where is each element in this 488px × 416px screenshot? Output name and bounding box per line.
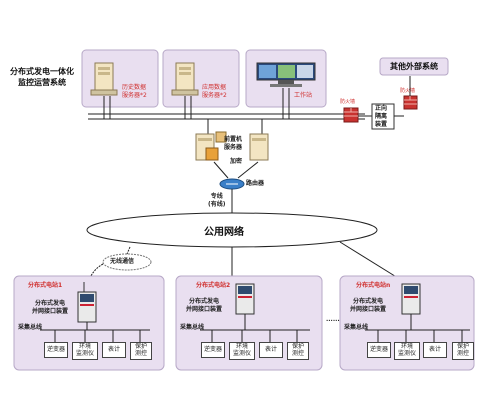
history-server-label: 历史数据 服务器*2 bbox=[122, 84, 147, 99]
station-n-env-monitor: 环境 监测仪 bbox=[394, 342, 420, 360]
workstation-monitor-icon bbox=[256, 62, 316, 87]
left-system-title: 分布式发电一体化 监控运营系统 bbox=[10, 67, 74, 87]
router-label: 路由器 bbox=[246, 180, 265, 187]
encrypt-label: 加密 bbox=[230, 158, 243, 165]
isolation-device-label: 正向 隔离 装置 bbox=[375, 105, 388, 128]
station-n-protection: 保护 测控 bbox=[452, 342, 474, 360]
station-2-inverter: 逆变器 bbox=[201, 342, 225, 358]
external-system-box bbox=[379, 57, 449, 76]
station-n-inverter: 逆变器 bbox=[367, 342, 391, 358]
app-server-label: 应用数据 服务器*2 bbox=[202, 84, 227, 99]
station-2-device-label: 分布式发电 并网接口装置 bbox=[186, 298, 223, 313]
station-n-bus-label: 采集总线 bbox=[344, 324, 369, 331]
station-1-protection: 保护 测控 bbox=[130, 342, 152, 360]
station-2-name: 分布式电站2 bbox=[196, 282, 231, 289]
station-1-meter: 表计 bbox=[102, 342, 126, 358]
app-server-icon bbox=[171, 62, 199, 96]
ellipsis-label: ...... bbox=[326, 316, 340, 323]
station-n-device-icon bbox=[401, 283, 421, 315]
firewall-left-icon bbox=[343, 107, 359, 123]
station-2-protection: 保护 测控 bbox=[287, 342, 309, 360]
station-1-bus-label: 采集总线 bbox=[18, 324, 43, 331]
history-server-icon bbox=[90, 62, 118, 96]
station-1-device-label: 分布式发电 并网接口装置 bbox=[32, 300, 69, 315]
public-network-label: 公用网络 bbox=[204, 227, 244, 238]
station-2-meter: 表计 bbox=[259, 342, 283, 358]
dedicated-line-label: 专线 (有线) bbox=[208, 193, 226, 208]
station-2-bus-label: 采集总线 bbox=[180, 324, 205, 331]
station-2-env-monitor: 环境 监测仪 bbox=[229, 342, 255, 360]
station-n-device-label: 分布式发电 并网接口装置 bbox=[350, 298, 387, 313]
station-n-name: 分布式电站n bbox=[356, 282, 391, 289]
firewall-right-label: 防火墙 bbox=[400, 88, 416, 94]
station-1-device-icon bbox=[77, 282, 97, 323]
station-n-meter: 表计 bbox=[423, 342, 447, 358]
frontend-server-label: 前置机 服务器 bbox=[224, 136, 243, 151]
router-icon bbox=[219, 178, 245, 190]
wireless-label: 无线通信 bbox=[110, 258, 135, 265]
station-1-inverter: 逆变器 bbox=[44, 342, 68, 358]
external-system-title: 其他外部系统 bbox=[390, 62, 438, 71]
firewall-left-label: 防火墙 bbox=[340, 99, 356, 105]
workstation-label: 工作站 bbox=[294, 92, 313, 99]
frontend-server-icon bbox=[195, 131, 269, 161]
firewall-right-icon bbox=[403, 95, 418, 110]
app-server-box bbox=[162, 49, 240, 108]
station-1-name: 分布式电站1 bbox=[28, 282, 63, 289]
station-1-env-monitor: 环境 监测仪 bbox=[72, 342, 98, 360]
station-2-device-icon bbox=[235, 283, 255, 315]
